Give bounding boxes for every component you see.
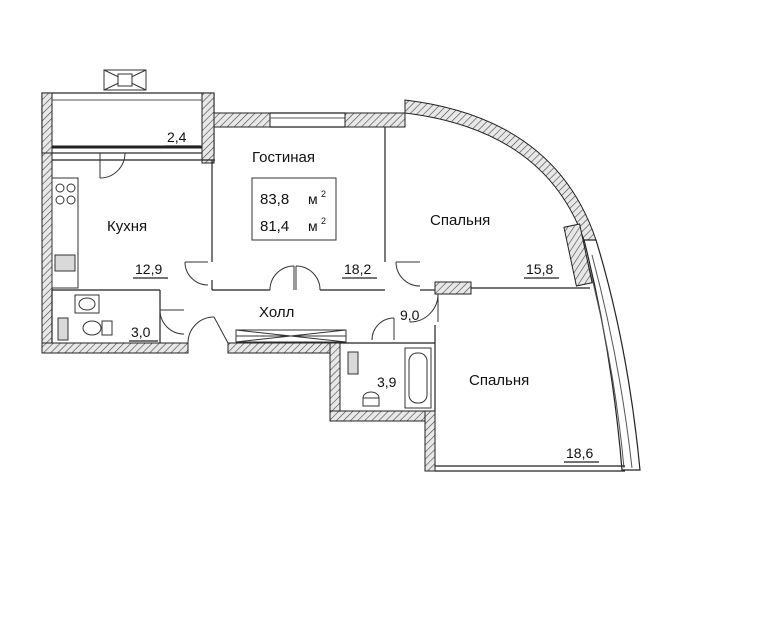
total-area-unit: м (308, 191, 318, 207)
entrance-door[interactable] (187, 316, 229, 344)
living-area-unit: м (308, 218, 318, 234)
ac-unit-icon (103, 69, 147, 91)
room-name-living: Гостиная (252, 149, 315, 166)
curved-facade (404, 99, 641, 471)
wc-door[interactable] (159, 309, 185, 335)
bathroom (329, 325, 436, 472)
hall-bottom-wall (227, 342, 333, 354)
living-double-door[interactable] (269, 265, 321, 291)
room-name-bedroom2: Спальня (469, 372, 529, 389)
stove-burner-icon (55, 183, 65, 193)
area-balcony: 2,4 (167, 129, 187, 145)
room-name-kitchen: Кухня (107, 218, 147, 235)
bedroom1-door[interactable] (395, 261, 421, 287)
bottom-wall-left (41, 342, 189, 354)
total-area-box (251, 177, 337, 241)
sink-icon (347, 351, 359, 375)
area-kitchen: 12,9 (135, 261, 162, 277)
area-wc: 3,0 (131, 324, 151, 340)
kitchen-counter (51, 159, 215, 289)
living-area-value: 81,4 (260, 218, 289, 235)
area-living: 18,2 (344, 261, 371, 277)
living-top-wall (213, 112, 271, 128)
kitchen-door[interactable] (184, 261, 209, 286)
room-name-bedroom1: Спальня (430, 212, 490, 229)
toilet-icon (82, 320, 102, 336)
total-area-unit-sup: 2 (321, 189, 326, 199)
area-bedroom2: 18,6 (566, 445, 593, 461)
area-bedroom1: 15,8 (526, 261, 553, 277)
area-hall: 9,0 (400, 307, 420, 323)
area-bathroom: 3,9 (377, 374, 397, 390)
bathroom-door[interactable] (371, 317, 395, 341)
total-area-value: 83,8 (260, 191, 289, 208)
room-name-hall: Холл (259, 304, 294, 321)
kitchen-sink-icon (54, 254, 76, 272)
balcony (41, 92, 215, 164)
left-wall (41, 152, 53, 354)
bedroom2-door[interactable] (409, 293, 439, 323)
wc (51, 290, 161, 343)
balcony-door[interactable] (99, 152, 126, 179)
bedroom-partition (434, 281, 472, 295)
living-area-unit-sup: 2 (321, 216, 326, 226)
cabinet-icon (57, 317, 69, 341)
